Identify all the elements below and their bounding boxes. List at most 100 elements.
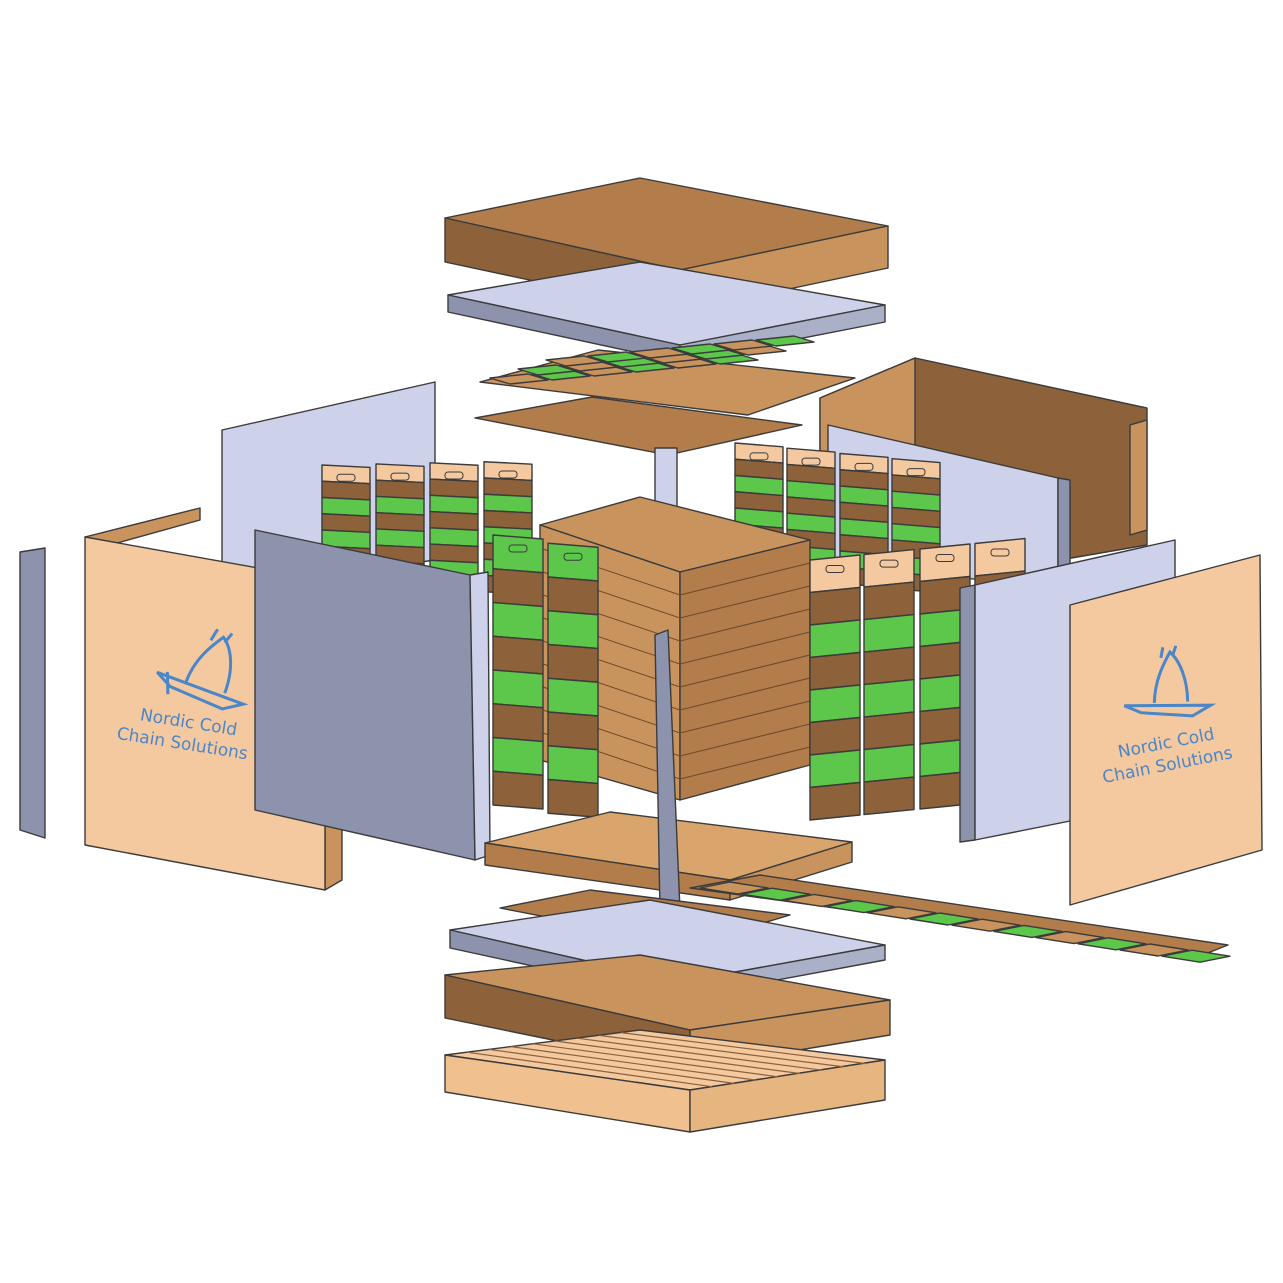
pallet-slat	[598, 1034, 845, 1068]
handle-slot-icon	[935, 554, 955, 562]
gel-pack-block	[492, 703, 544, 743]
gel-pack-block	[492, 601, 544, 641]
gel-pack-block	[863, 646, 915, 686]
pallet-slat	[620, 1032, 867, 1065]
handle-slot-icon	[990, 548, 1010, 557]
side-gel-pack-strip	[689, 874, 1231, 963]
handle-slot-icon	[749, 452, 769, 461]
gel-pack-block	[492, 635, 544, 675]
gel-pack-cell	[1119, 943, 1189, 957]
gel-pack-block	[547, 711, 599, 751]
handle-slot-icon	[825, 565, 845, 573]
pallet-slat	[576, 1037, 823, 1071]
gel-pack-cell	[1077, 937, 1147, 951]
pallet-slat	[554, 1040, 801, 1075]
top-cardboard-sheet	[474, 396, 803, 456]
gel-pack-cell	[699, 881, 769, 895]
left-insulation-panel	[254, 529, 491, 861]
gel-pack-block	[492, 736, 544, 776]
gel-pack-cell	[909, 912, 979, 926]
pallet-slat	[532, 1043, 779, 1078]
gel-pack-block	[863, 581, 915, 621]
gel-pack-block	[547, 643, 599, 683]
gel-pack-cell	[713, 339, 773, 351]
handle-slot-icon	[336, 473, 356, 482]
gel-pack-column	[863, 548, 915, 816]
left-end-strip	[19, 547, 46, 839]
handle-slot-icon	[444, 471, 464, 480]
gel-pack-block	[492, 534, 544, 574]
gel-pack-block	[429, 527, 479, 548]
gel-pack-block	[429, 478, 479, 499]
gel-pack-block	[375, 495, 425, 516]
gel-pack-block	[547, 677, 599, 717]
viking-logo-icon	[1123, 645, 1217, 718]
gel-pack-column	[492, 534, 544, 810]
gel-pack-cell	[951, 918, 1021, 932]
gel-pack-block	[809, 651, 861, 691]
gel-pack-block	[809, 781, 861, 821]
gel-pack-block	[483, 493, 533, 514]
gel-pack-cell	[545, 355, 605, 367]
bottom-pallet	[444, 1029, 886, 1133]
viking-logo-icon	[156, 628, 249, 711]
handle-slot-icon	[508, 544, 528, 553]
gel-pack-cell	[1035, 930, 1105, 945]
gel-pack-block	[492, 770, 544, 810]
gel-pack-cell	[517, 364, 577, 376]
gel-pack-cell	[629, 347, 689, 359]
handle-slot-icon	[390, 472, 410, 481]
gel-pack-block	[809, 586, 861, 626]
gel-pack-cell	[867, 906, 937, 920]
gel-pack-column	[809, 554, 861, 821]
gel-pack-block	[321, 480, 371, 501]
top-gel-pack-tray	[479, 335, 856, 416]
support-post-back	[654, 447, 678, 509]
gel-pack-block	[863, 613, 915, 653]
gel-pack-cell	[755, 335, 815, 347]
handle-slot-icon	[879, 559, 899, 568]
gel-pack-block	[547, 542, 599, 582]
gel-pack-block	[375, 528, 425, 549]
gel-pack-block	[974, 537, 1026, 577]
gel-pack-block	[429, 543, 479, 564]
gel-pack-cell	[741, 887, 811, 901]
gel-pack-column	[547, 542, 599, 818]
gel-pack-block	[809, 716, 861, 756]
gel-pack-cell	[671, 343, 731, 355]
gel-pack-cell	[587, 351, 647, 363]
gel-pack-block	[863, 743, 915, 783]
gel-pack-block	[863, 776, 915, 816]
gel-pack-block	[492, 568, 544, 608]
gel-pack-block	[809, 619, 861, 659]
gel-pack-block	[809, 554, 861, 594]
gel-pack-block	[547, 745, 599, 785]
gel-pack-block	[809, 684, 861, 724]
handle-slot-icon	[498, 470, 518, 479]
gel-pack-block	[483, 477, 533, 498]
handle-slot-icon	[854, 462, 874, 471]
handle-slot-icon	[906, 468, 926, 477]
handle-slot-icon	[801, 457, 821, 466]
gel-pack-cell	[489, 373, 549, 385]
gel-pack-cell	[1161, 949, 1231, 963]
gel-pack-block	[547, 778, 599, 818]
handle-slot-icon	[563, 552, 583, 561]
gel-pack-block	[429, 510, 479, 531]
pallet-slat	[488, 1048, 735, 1084]
gel-pack-block	[375, 479, 425, 500]
pallet-slat	[466, 1051, 713, 1088]
gel-pack-block	[809, 749, 861, 789]
gel-pack-block	[483, 509, 533, 530]
pallet-slat	[510, 1046, 757, 1081]
gel-pack-cell	[993, 924, 1063, 939]
gel-pack-block	[863, 548, 915, 588]
gel-pack-block	[321, 513, 371, 534]
gel-pack-cell	[783, 893, 853, 908]
gel-pack-block	[919, 543, 971, 583]
gel-pack-cell	[825, 899, 895, 914]
gel-pack-block	[429, 494, 479, 515]
gel-pack-block	[321, 496, 371, 517]
gel-pack-block	[863, 711, 915, 751]
